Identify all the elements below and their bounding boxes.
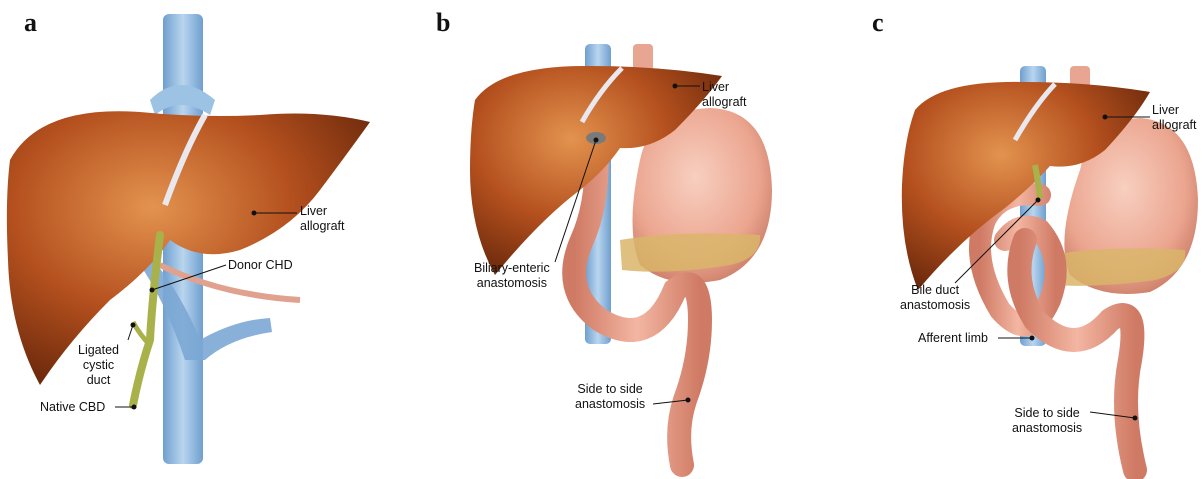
label-native-cbd: Native CBD bbox=[40, 400, 105, 415]
panel-c-illustration bbox=[800, 0, 1202, 479]
label-afferent-limb: Afferent limb bbox=[918, 331, 988, 346]
label-donor-chd: Donor CHD bbox=[228, 258, 293, 273]
